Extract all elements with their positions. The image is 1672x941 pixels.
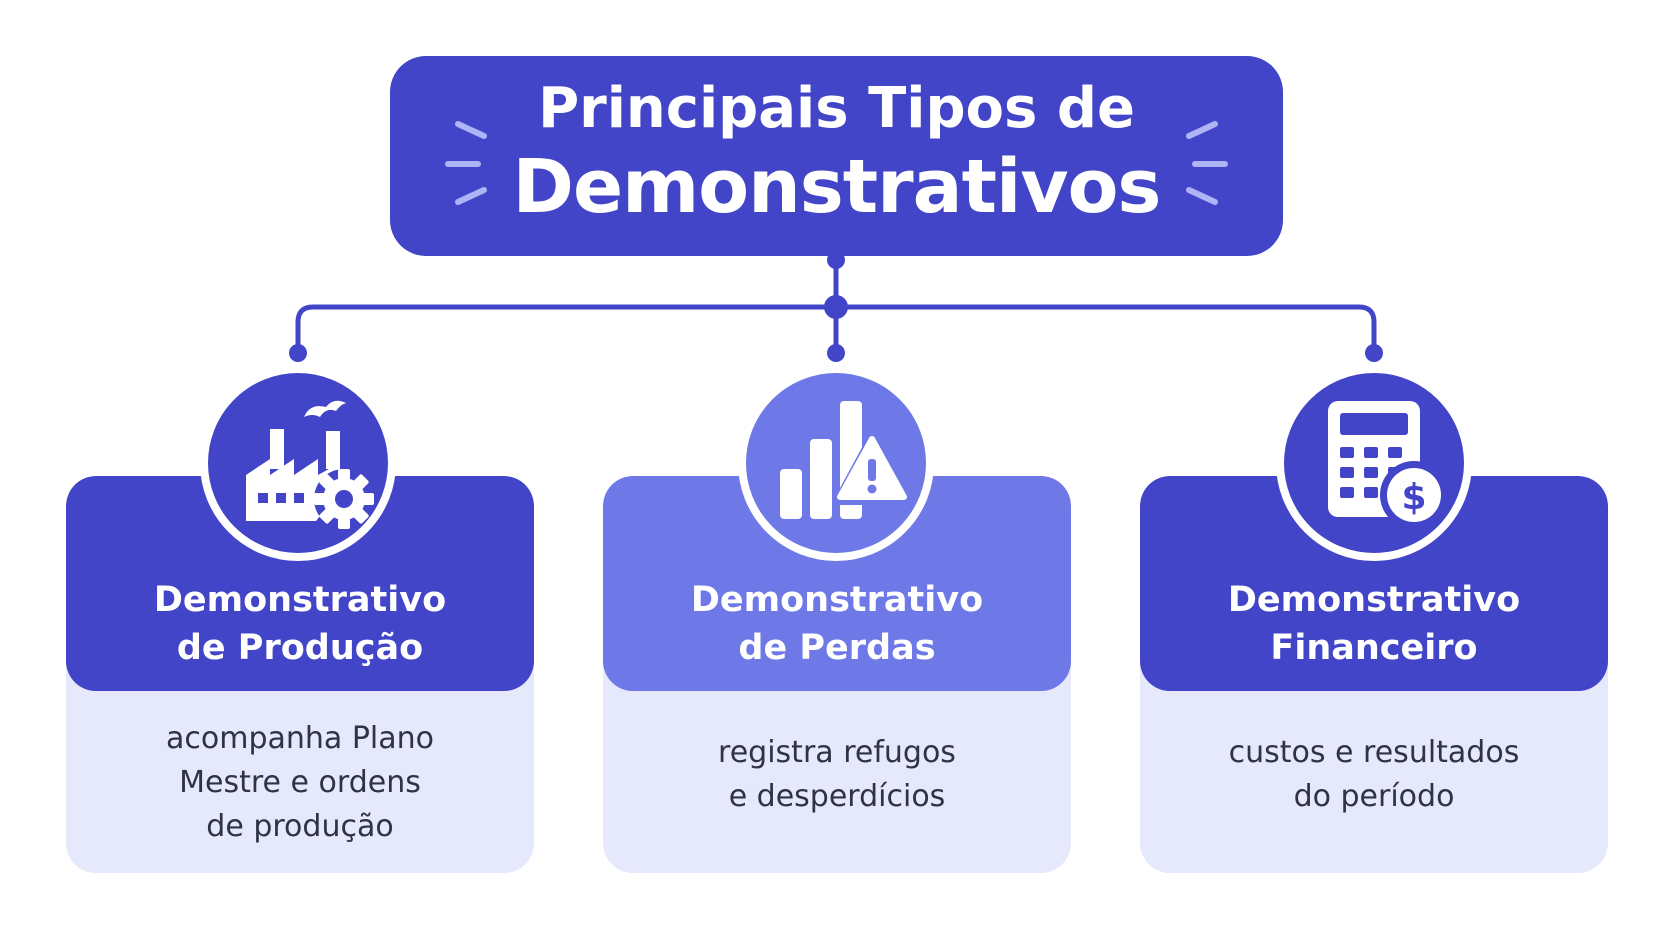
calculator-dollar-icon: $	[1328, 401, 1448, 529]
page-title-line2: Demonstrativos	[512, 144, 1162, 230]
card-description: registra refugos e desperdícios	[718, 735, 956, 814]
card-title: Demonstrativo de Perdas	[690, 580, 984, 668]
page-title-line1: Principais Tipos de	[538, 76, 1135, 141]
card-description: custos e resultados do período	[1228, 735, 1520, 814]
card-financeiro: Demonstrativo Financeiro custos e result…	[1140, 476, 1608, 873]
card-header: Demonstrativo Financeiro	[1140, 476, 1608, 691]
icon-circle-financeiro: $	[1276, 365, 1472, 561]
factory-gear-icon	[246, 400, 374, 529]
card-title: Demonstrativo Financeiro	[1227, 580, 1521, 668]
bar-chart-warning-icon	[780, 401, 911, 519]
icon-circle-perdas	[738, 365, 934, 561]
title-sparkle-decoration	[445, 121, 1228, 205]
card-title: Demonstrativo de Produção	[153, 580, 447, 668]
icon-circle-producao	[200, 365, 396, 561]
card-description: acompanha Plano Mestre e ordens de produ…	[165, 721, 434, 844]
svg-text:$: $	[1401, 477, 1426, 518]
title-box: Principais Tipos de Demonstrativos	[390, 56, 1283, 256]
